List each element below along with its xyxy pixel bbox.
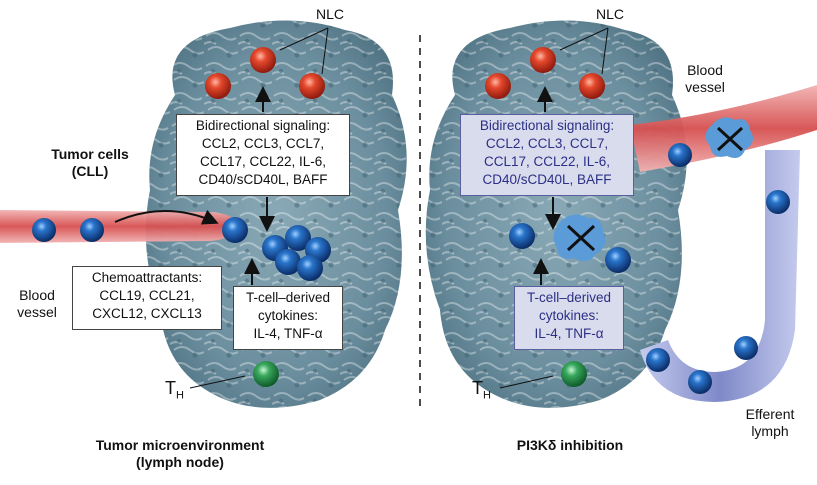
- blood-vessel-line1: Blood: [19, 287, 55, 303]
- nlc-cell: [579, 73, 605, 99]
- th-label-left: TH: [165, 378, 184, 402]
- tcell-line3: IL-4, TNF-α: [253, 326, 323, 341]
- tumor-cells-line2: (CLL): [71, 163, 109, 179]
- nlc-label-right: NLC: [596, 6, 625, 22]
- th-sub: H: [176, 389, 184, 402]
- nlc-cell: [250, 47, 276, 73]
- caption-left: Tumor microenvironment (lymph node): [85, 437, 275, 471]
- tcell-box-left: T-cell–derived cytokines: IL-4, TNF-α: [233, 286, 343, 350]
- tcell-line1: T-cell–derived: [245, 290, 331, 305]
- signaling-line3: CD40/sCD40L, BAFF: [198, 172, 328, 187]
- tumor-cell: [605, 247, 631, 273]
- th-cell: [561, 361, 587, 387]
- nlc-cell: [299, 73, 325, 99]
- efferent-lymph-vessel: [640, 150, 800, 402]
- nlc-cell: [205, 73, 231, 99]
- tcell-box-right: T-cell–derived cytokines: IL-4, TNF-α: [514, 286, 624, 350]
- th-cell: [253, 361, 279, 387]
- tumor-cell: [509, 223, 535, 249]
- signaling-title: Bidirectional signaling:: [479, 118, 615, 133]
- left-panel: [0, 20, 407, 408]
- chemoattractants-box: Chemoattractants: CCL19, CCL21, CXCL12, …: [72, 266, 222, 330]
- blood-vessel-label-left: Blood vessel: [12, 287, 62, 321]
- tumor-cell-in-lymph: [734, 336, 758, 360]
- th-main: T: [472, 378, 483, 398]
- signaling-box-right: Bidirectional signaling: CCL2, CCL3, CCL…: [460, 114, 634, 196]
- tumor-cell-in-lymph: [646, 348, 670, 372]
- efferent-lymph-label: Efferent lymph: [738, 406, 802, 440]
- chemo-line1: CCL19, CCL21,: [99, 288, 195, 303]
- nlc-pointer: [559, 27, 609, 75]
- inhibited-cell-vessel: [705, 117, 754, 158]
- efferent-line2: lymph: [751, 423, 789, 439]
- signaling-line2: CCL17, CCL22, IL-6,: [483, 154, 611, 169]
- tcell-line1: T-cell–derived: [526, 290, 612, 305]
- blood-vessel-left: [0, 210, 240, 243]
- tumor-cell-in-vessel: [32, 218, 56, 242]
- th-sub: H: [483, 389, 491, 402]
- blood-vessel-line2: vessel: [17, 304, 57, 320]
- efferent-line1: Efferent: [745, 406, 795, 422]
- tumor-cell-in-vessel: [80, 218, 104, 242]
- migration-arrow: [114, 209, 219, 225]
- blood-vessel-line2: vessel: [685, 79, 725, 95]
- signaling-title: Bidirectional signaling:: [195, 118, 331, 133]
- signaling-line1: CCL2, CCL3, CCL7,: [485, 136, 609, 151]
- tcell-line2: cytokines:: [538, 308, 600, 323]
- signaling-line3: CD40/sCD40L, BAFF: [482, 172, 612, 187]
- chemo-line2: CXCL12, CXCL13: [92, 306, 202, 321]
- th-main: T: [165, 378, 176, 398]
- nlc-label-left: NLC: [316, 6, 345, 22]
- tumor-cells-line1: Tumor cells: [51, 146, 129, 162]
- tumor-cell: [222, 217, 248, 243]
- signaling-line1: CCL2, CCL3, CCL7,: [201, 136, 325, 151]
- inhibited-cell: [553, 214, 606, 262]
- nlc-cell: [485, 73, 511, 99]
- th-label-right: TH: [472, 378, 491, 402]
- nlc-cell: [530, 47, 556, 73]
- th-pointer: [189, 375, 246, 389]
- blood-vessel-line1: Blood: [687, 62, 723, 78]
- caption-left-line1: Tumor microenvironment: [95, 437, 265, 453]
- tumor-cell-in-lymph: [766, 190, 790, 214]
- signaling-box-left: Bidirectional signaling: CCL2, CCL3, CCL…: [176, 114, 350, 196]
- tcell-line2: cytokines:: [257, 308, 319, 323]
- tcell-line3: IL-4, TNF-α: [534, 326, 604, 341]
- tumor-cell-in-lymph: [688, 370, 712, 394]
- tumor-cell-cluster: [262, 225, 331, 281]
- signaling-line2: CCL17, CCL22, IL-6,: [199, 154, 327, 169]
- nlc-pointer: [279, 27, 329, 75]
- blood-vessel-label-right: Blood vessel: [680, 62, 730, 96]
- caption-right: PI3Kδ inhibition: [516, 437, 624, 453]
- tumor-cells-label: Tumor cells (CLL): [30, 146, 150, 180]
- tumor-cell-in-vessel: [668, 143, 692, 167]
- th-pointer: [499, 375, 554, 389]
- chemo-title: Chemoattractants:: [91, 270, 203, 285]
- caption-left-line2: (lymph node): [136, 454, 224, 470]
